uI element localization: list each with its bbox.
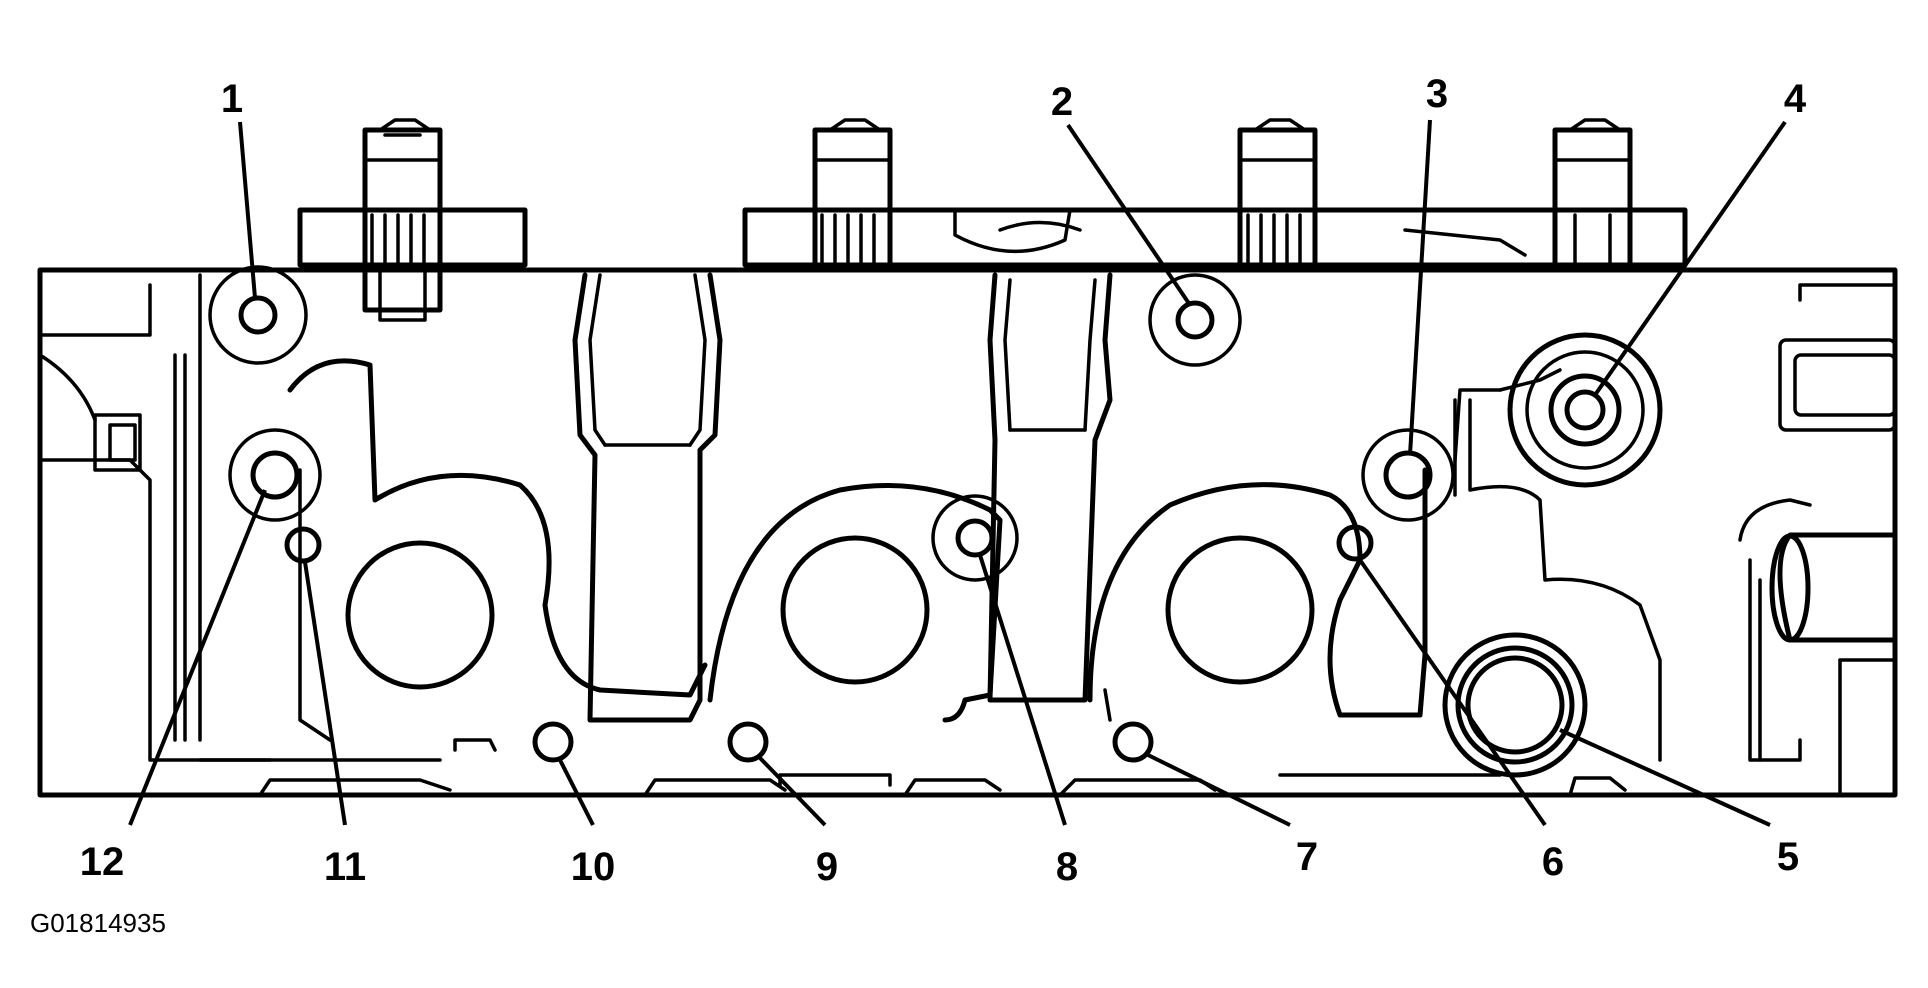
bolt-hole-7 [1112,721,1154,763]
leader-4 [1593,120,1787,397]
bolt-holes [208,265,1663,763]
bolt-hole-9 [727,721,769,763]
leader-1 [238,121,257,299]
leader-3 [1408,119,1432,456]
callout-7: 7 [1296,835,1318,879]
leader-7 [1147,753,1291,827]
leader-10 [558,759,595,826]
callout-6: 6 [1542,840,1564,884]
bolt-hole-3 [1383,450,1433,500]
bolt-hole-1 [238,295,278,335]
callout-2: 2 [1051,80,1073,124]
bolt-hole-2 [1175,300,1215,340]
leader-8 [978,554,1067,826]
leader-2 [1066,123,1192,307]
bolt-hole-11 [284,526,322,564]
chamber-2 [780,535,930,685]
leader-9 [758,756,827,827]
leader-5 [1559,728,1771,827]
callout-5: 5 [1777,835,1799,879]
callout-8: 8 [1056,845,1078,889]
callout-11: 11 [324,845,366,889]
callout-3: 3 [1426,72,1448,116]
bolt-hole-6 [1336,524,1374,562]
chamber-1 [345,540,495,690]
callout-9: 9 [816,845,838,889]
leader-12 [128,489,267,826]
port-outlines [198,272,1662,797]
callout-labels: 1 2 3 4 5 6 7 8 9 10 11 12 [80,72,1807,889]
callout-1: 1 [221,77,243,121]
leader-lines [128,119,1787,827]
bolt-hole-12 [250,450,300,500]
leader-6 [1358,558,1547,827]
combustion-chambers [345,535,1588,778]
callout-12: 12 [80,840,125,884]
bolt-hole-8 [955,518,995,558]
cylinder-head-body [37,267,1898,798]
callout-10: 10 [571,845,616,889]
chamber-3 [1165,535,1315,685]
leader-11 [303,561,347,826]
bolt-hole-4 [1564,389,1606,431]
camshaft-caps [297,118,1688,322]
figure-id-label: G01814935 [30,908,166,938]
callout-4: 4 [1784,77,1807,121]
bolt-boss-4 [1507,332,1663,488]
bolt-hole-10 [532,721,574,763]
